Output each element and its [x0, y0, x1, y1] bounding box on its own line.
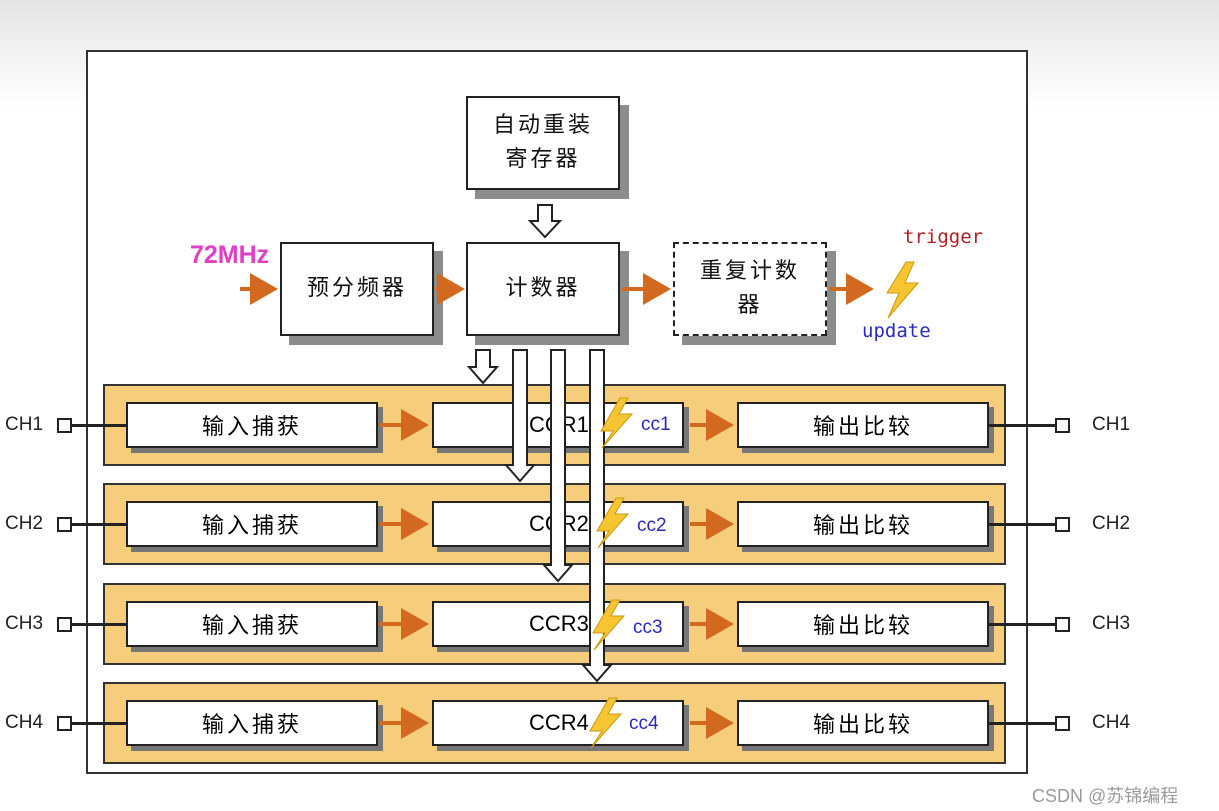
- update-lightning-icon: [886, 261, 920, 319]
- ch1-right-label: CH1: [1092, 414, 1131, 435]
- counter-block: 计数器: [466, 242, 620, 336]
- cc1-label: cc1: [641, 414, 671, 435]
- bus-to-ccr4: [580, 349, 614, 683]
- input-capture-2: 输入捕获: [126, 501, 378, 547]
- update-label: update: [862, 320, 931, 342]
- output-compare-2: 输出比较: [737, 501, 989, 547]
- reload-to-counter-arrow: [527, 204, 563, 239]
- source-frequency-label: 72MHz: [190, 241, 270, 269]
- ch3-left-port: [57, 617, 72, 632]
- ch1-left-label: CH1: [5, 414, 44, 435]
- ch1-right-wire: [989, 424, 1055, 427]
- ch4-right-port: [1055, 716, 1070, 731]
- auto-reload-label-line2: 寄存器: [505, 147, 581, 172]
- output-compare-1: 输出比较: [737, 402, 989, 448]
- ch4-left-wire: [72, 722, 126, 725]
- ch2-left-wire: [72, 523, 126, 526]
- ch4-right-label: CH4: [1092, 712, 1131, 733]
- input-capture-4: 输入捕获: [126, 700, 378, 746]
- ch4-left-label: CH4: [5, 712, 44, 733]
- auto-reload-label-line1: 自动重装: [492, 113, 593, 138]
- ch2-left-label: CH2: [5, 513, 44, 534]
- trigger-label: trigger: [903, 226, 984, 248]
- watermark: CSDN @苏锦编程: [1032, 786, 1179, 806]
- input-capture-label: 输入捕获: [201, 415, 302, 440]
- input-capture-3: 输入捕获: [126, 601, 378, 647]
- ch3-left-wire: [72, 623, 126, 626]
- input-capture-1: 输入捕获: [126, 402, 378, 448]
- output-compare-label: 输出比较: [812, 415, 913, 440]
- output-compare-3: 输出比较: [737, 601, 989, 647]
- ccr-label: CCR3: [529, 611, 589, 636]
- bus-to-ccr3: [541, 349, 575, 583]
- auto-reload-register-block: 自动重装 寄存器: [466, 96, 620, 190]
- output-compare-label: 输出比较: [812, 614, 913, 639]
- cc1-lightning-icon: [600, 397, 634, 449]
- input-capture-label: 输入捕获: [201, 514, 302, 539]
- ch1-left-port: [57, 418, 72, 433]
- input-capture-label: 输入捕获: [201, 614, 302, 639]
- ch2-left-port: [57, 517, 72, 532]
- counter-label: 计数器: [505, 276, 581, 301]
- cc3-lightning-icon: [592, 599, 626, 651]
- cc4-label: cc4: [629, 713, 659, 734]
- ch3-right-port: [1055, 617, 1070, 632]
- output-compare-4: 输出比较: [737, 700, 989, 746]
- prescaler-block: 预分频器: [280, 242, 434, 336]
- repetition-counter-block: 重复计数 器: [673, 242, 827, 336]
- ch2-right-port: [1055, 517, 1070, 532]
- prescaler-label: 预分频器: [306, 276, 407, 301]
- repetition-label-line1: 重复计数: [699, 259, 800, 284]
- ch3-right-label: CH3: [1092, 613, 1131, 634]
- cc2-label: cc2: [637, 515, 667, 536]
- ccr4-block: CCR4: [432, 700, 684, 746]
- ch4-right-wire: [989, 722, 1055, 725]
- ch1-left-wire: [72, 424, 126, 427]
- cc4-lightning-icon: [589, 697, 623, 749]
- ch3-right-wire: [989, 623, 1055, 626]
- input-capture-label: 输入捕获: [201, 713, 302, 738]
- ch3-left-label: CH3: [5, 613, 44, 634]
- repetition-label-line2: 器: [737, 293, 763, 318]
- counter-to-ccr-arrow: [466, 349, 500, 385]
- ch2-right-label: CH2: [1092, 513, 1131, 534]
- ch1-right-port: [1055, 418, 1070, 433]
- output-compare-label: 输出比较: [812, 514, 913, 539]
- ch4-left-port: [57, 716, 72, 731]
- bus-to-ccr2: [503, 349, 537, 483]
- output-compare-label: 输出比较: [812, 713, 913, 738]
- ch2-right-wire: [989, 523, 1055, 526]
- ccr-label: CCR4: [529, 710, 589, 735]
- cc3-label: cc3: [633, 617, 663, 638]
- ccr3-block: CCR3: [432, 601, 684, 647]
- cc2-lightning-icon: [596, 497, 630, 549]
